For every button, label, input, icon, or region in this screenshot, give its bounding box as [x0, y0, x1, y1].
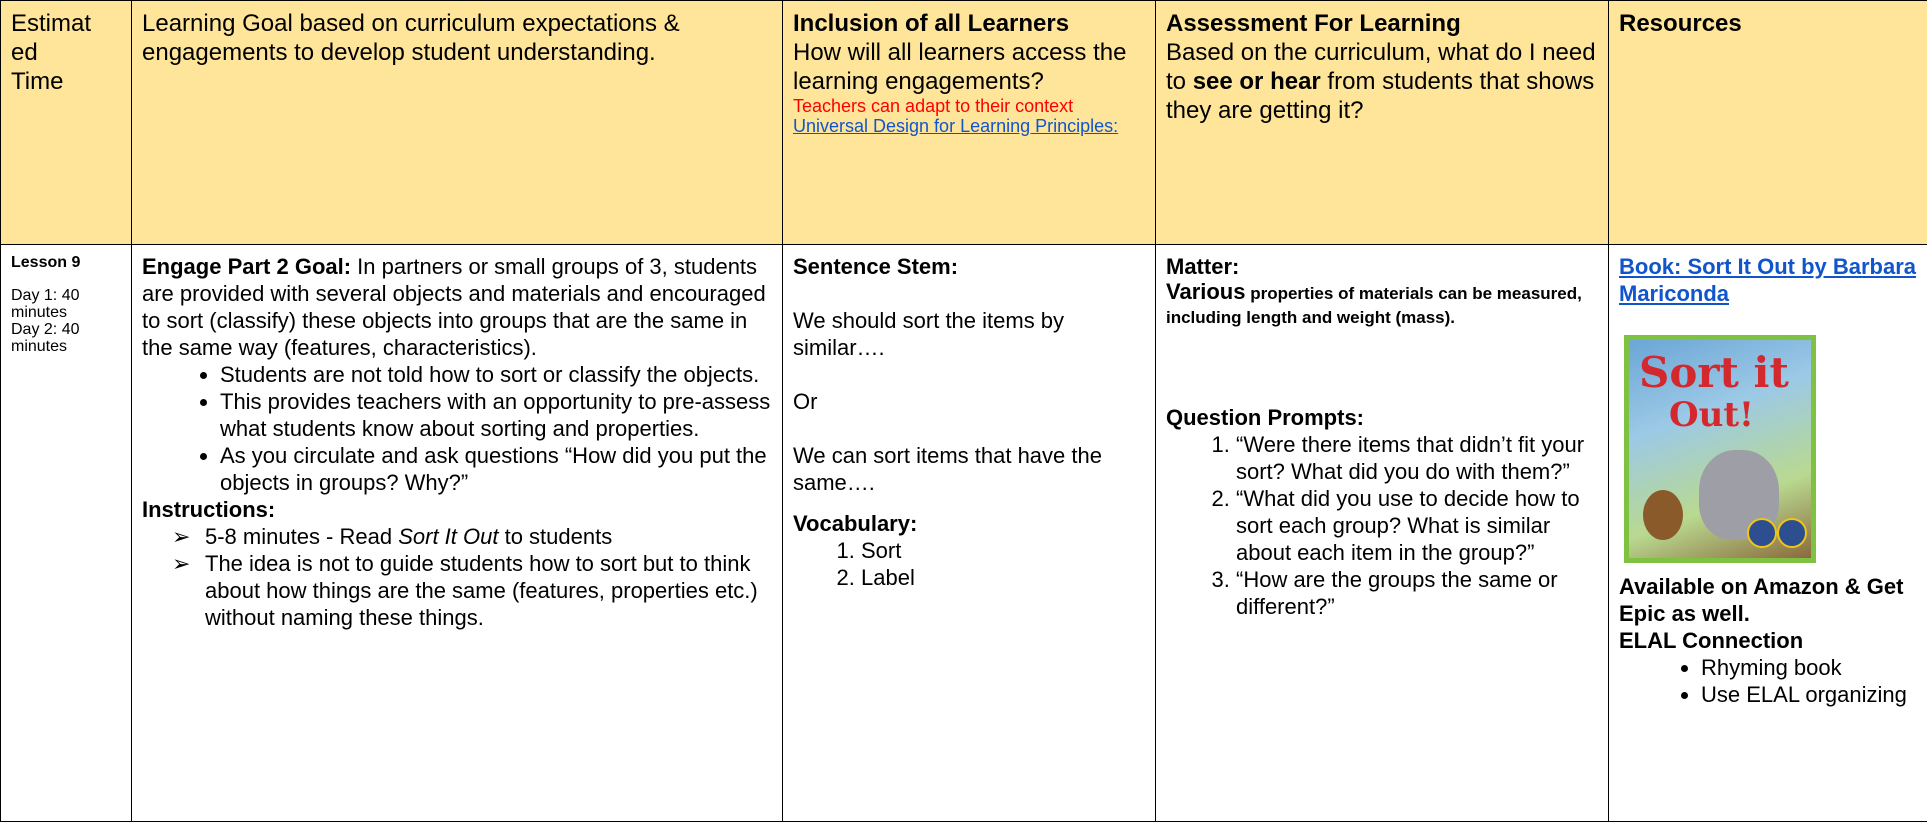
sentence-stem-label: Sentence Stem:	[793, 254, 959, 279]
question-prompts-list: “Were there items that didn’t fit your s…	[1166, 431, 1598, 620]
header-resources-title: Resources	[1619, 10, 1742, 37]
header-learning-goal-text: Learning Goal based on curriculum expect…	[142, 10, 680, 66]
award-seal-icon	[1747, 518, 1777, 548]
list-item: “Were there items that didn’t fit your s…	[1236, 431, 1598, 485]
header-inclusion-subtitle: How will all learners access the learnin…	[793, 39, 1127, 95]
header-estimated-time: Estimat ed Time	[0, 0, 132, 245]
list-item: As you circulate and ask questions “How …	[220, 442, 772, 496]
matter-description: Various properties of materials can be m…	[1166, 279, 1582, 328]
question-prompts-label: Question Prompts:	[1166, 405, 1365, 430]
award-seal-icon	[1777, 518, 1807, 548]
learning-goal-cell: Engage Part 2 Goal: In partners or small…	[131, 244, 783, 822]
header-inclusion-note: Teachers can adapt to their context	[793, 96, 1074, 116]
list-item: This provides teachers with an opportuni…	[220, 388, 772, 442]
lesson-number: Lesson 9	[11, 254, 81, 271]
book-cover-image: Sort it Out!	[1624, 335, 1816, 563]
elal-bullet-list: Rhyming book Use ELAL organizing	[1619, 654, 1917, 708]
header-resources: Resources	[1608, 0, 1927, 245]
list-item: Students are not told how to sort or cla…	[220, 361, 772, 388]
assessment-cell: Matter: Various properties of materials …	[1155, 244, 1609, 822]
header-inclusion: Inclusion of all Learners How will all l…	[782, 0, 1156, 245]
day2-duration: Day 2: 40 minutes	[11, 321, 80, 355]
header-assessment-subtitle: Based on the curriculum, what do I need …	[1166, 39, 1596, 124]
goal-bullet-list: Students are not told how to sort or cla…	[142, 361, 772, 496]
book-link[interactable]: Book: Sort It Out by Barbara Mariconda	[1619, 254, 1917, 306]
list-item: Rhyming book	[1701, 654, 1917, 681]
day1-duration: Day 1: 40 minutes	[11, 287, 80, 321]
list-item: 5-8 minutes - Read Sort It Out to studen…	[172, 523, 772, 550]
instructions-list: 5-8 minutes - Read Sort It Out to studen…	[142, 523, 772, 631]
engage-goal-paragraph: Engage Part 2 Goal: In partners or small…	[142, 254, 766, 360]
udl-principles-link[interactable]: Universal Design for Learning Principles…	[793, 116, 1119, 136]
lesson-row: Lesson 9 Day 1: 40 minutes Day 2: 40 min…	[0, 244, 1927, 822]
matter-label: Matter:	[1166, 254, 1240, 279]
book-cover-title-1: Sort it	[1639, 348, 1789, 397]
header-learning-goal: Learning Goal based on curriculum expect…	[131, 0, 783, 245]
vocabulary-label: Vocabulary:	[793, 511, 918, 536]
resources-cell: Book: Sort It Out by Barbara Mariconda S…	[1608, 244, 1927, 822]
header-assessment-title: Assessment For Learning	[1166, 10, 1461, 37]
sentence-stem-or: Or	[793, 389, 818, 414]
availability-text: Available on Amazon & Get Epic as well.	[1619, 574, 1904, 626]
instructions-label: Instructions:	[142, 497, 276, 522]
list-item: Use ELAL organizing	[1701, 681, 1917, 708]
header-inclusion-title: Inclusion of all Learners	[793, 10, 1070, 37]
header-estimated-time-text: Estimat ed Time	[11, 10, 92, 95]
time-cell: Lesson 9 Day 1: 40 minutes Day 2: 40 min…	[0, 244, 132, 822]
list-item: Label	[861, 564, 1145, 591]
pinecone-illustration	[1643, 490, 1683, 540]
sentence-stem-2: We can sort items that have the same….	[793, 443, 1102, 495]
vocabulary-list: Sort Label	[793, 537, 1145, 591]
header-row: Estimat ed Time Learning Goal based on c…	[0, 0, 1927, 245]
list-item: “How are the groups the same or differen…	[1236, 566, 1598, 620]
sentence-stem-1: We should sort the items by similar….	[793, 308, 1065, 360]
inclusion-cell: Sentence Stem: We should sort the items …	[782, 244, 1156, 822]
list-item: “What did you use to decide how to sort …	[1236, 485, 1598, 566]
header-assessment: Assessment For Learning Based on the cur…	[1155, 0, 1609, 245]
book-cover-title-2: Out!	[1669, 395, 1754, 435]
list-item: The idea is not to guide students how to…	[172, 550, 772, 631]
elal-connection-label: ELAL Connection	[1619, 628, 1804, 653]
list-item: Sort	[861, 537, 1145, 564]
